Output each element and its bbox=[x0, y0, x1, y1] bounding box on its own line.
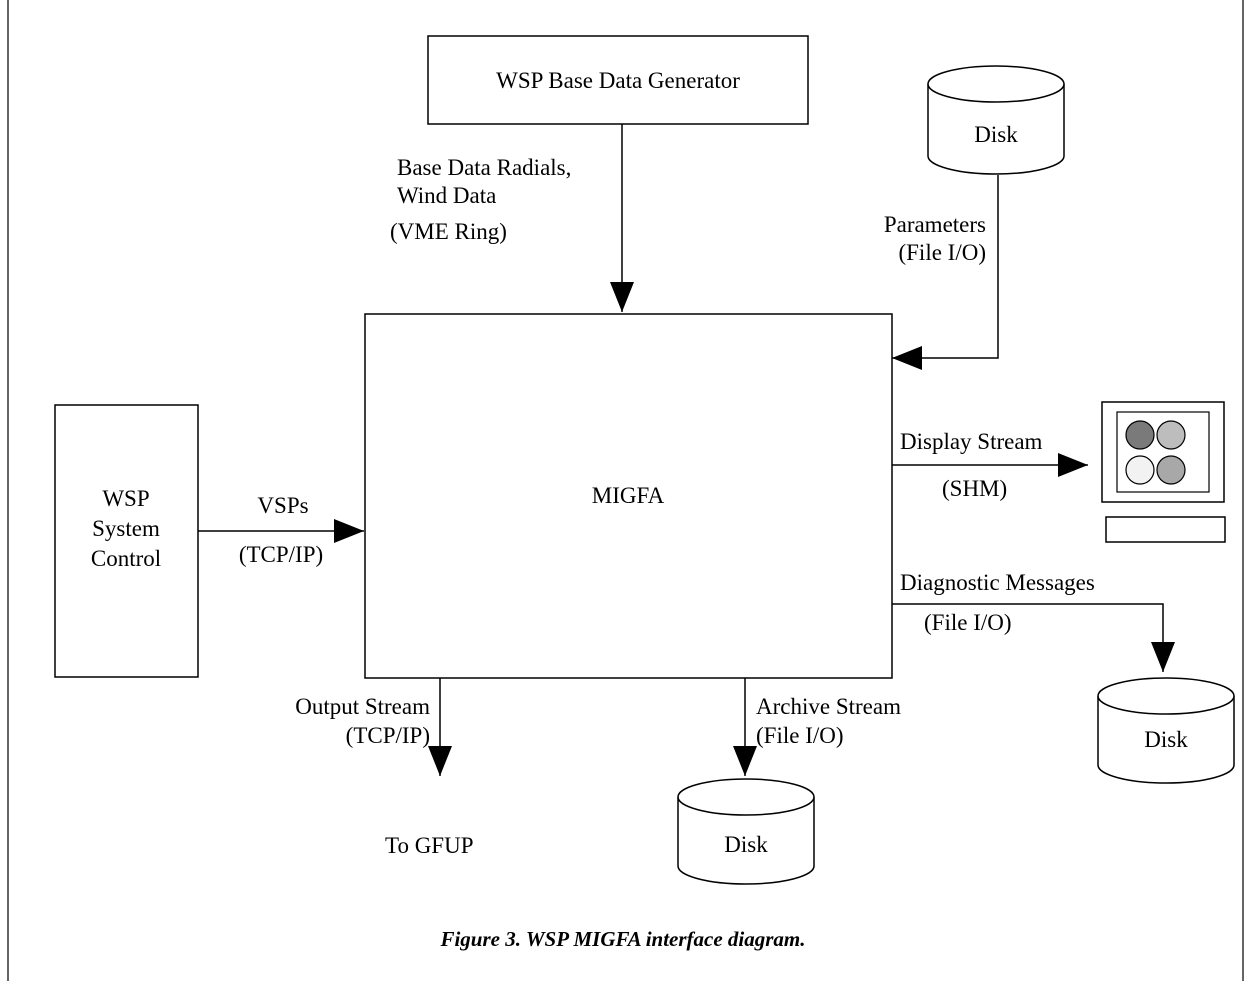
disk-archive-label: Disk bbox=[724, 832, 768, 857]
disk-diagnostic: Disk bbox=[1097, 677, 1235, 784]
parameters-arrow bbox=[892, 175, 999, 370]
figure-caption: Figure 3. WSP MIGFA interface diagram. bbox=[439, 927, 805, 951]
diagnostic-label-2: (File I/O) bbox=[924, 610, 1012, 635]
diagnostic-arrow bbox=[892, 603, 1175, 672]
output-stream-label-2: (TCP/IP) bbox=[346, 723, 430, 748]
system-control-label-2: System bbox=[92, 516, 160, 541]
archive-stream-label-1: Archive Stream bbox=[756, 694, 901, 719]
archive-stream-label-2: (File I/O) bbox=[756, 723, 844, 748]
vsps-label-2: (TCP/IP) bbox=[239, 542, 323, 567]
base-data-label-3: (VME Ring) bbox=[390, 219, 507, 244]
disk-parameters: Disk bbox=[927, 65, 1065, 175]
migfa-box: MIGFA bbox=[364, 313, 893, 679]
disk-parameters-label: Disk bbox=[974, 122, 1018, 147]
display-stream-label-2: (SHM) bbox=[942, 476, 1007, 501]
base-data-label-1: Base Data Radials, bbox=[397, 155, 571, 180]
output-stream-label-1: Output Stream bbox=[295, 694, 430, 719]
gfup-label: To GFUP bbox=[385, 833, 474, 858]
migfa-label: MIGFA bbox=[592, 483, 665, 508]
generator-box: WSP Base Data Generator bbox=[427, 35, 809, 125]
display-stream-label-1: Display Stream bbox=[900, 429, 1043, 454]
generator-label: WSP Base Data Generator bbox=[496, 68, 740, 93]
vsps-label-1: VSPs bbox=[257, 493, 308, 518]
disk-diagnostic-label: Disk bbox=[1144, 727, 1188, 752]
parameters-label-1: Parameters bbox=[884, 212, 986, 237]
diagnostic-label-1: Diagnostic Messages bbox=[900, 570, 1095, 595]
system-control-label-1: WSP bbox=[102, 486, 149, 511]
disk-archive: Disk bbox=[677, 778, 815, 885]
monitor-icon bbox=[1101, 401, 1226, 543]
system-control-box: WSP System Control bbox=[54, 404, 199, 678]
system-control-label-3: Control bbox=[91, 546, 161, 571]
base-data-label-2: Wind Data bbox=[397, 183, 496, 208]
parameters-label-2: (File I/O) bbox=[898, 240, 986, 265]
